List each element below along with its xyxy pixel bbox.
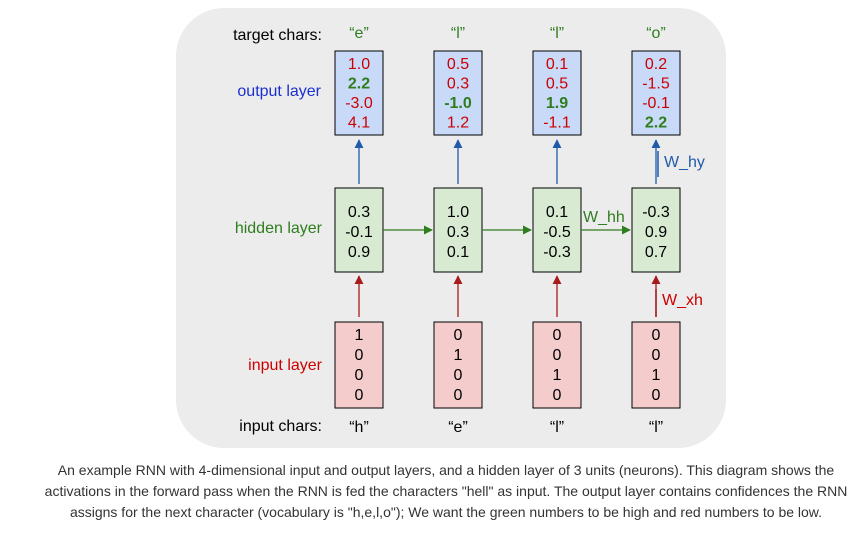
hidden-box [532, 187, 582, 273]
output-value: -3.0 [345, 95, 373, 112]
input-value: 0 [652, 327, 661, 344]
input-char: “l” [649, 419, 663, 436]
input-char: “l” [550, 419, 564, 436]
input-box [532, 321, 582, 409]
output-value: 0.1 [546, 56, 568, 73]
output-value: -0.1 [642, 95, 670, 112]
output-value: 0.3 [447, 76, 469, 93]
input-char: “e” [448, 419, 468, 436]
input-value: 1 [553, 367, 562, 384]
input-value: 0 [454, 367, 463, 384]
output-box [334, 50, 384, 136]
output-value: 1.0 [348, 56, 370, 73]
input-value: 0 [355, 387, 364, 404]
input-box [334, 321, 384, 409]
output-value: -1.0 [444, 95, 472, 112]
input-value: 1 [355, 327, 364, 344]
columns-layer: “e” 1.0 2.2 -3.0 4.1 0.3 -0.1 0.9 1 0 0 0 “h” “l” 0.5 0… [334, 25, 681, 436]
hidden-box [433, 187, 483, 273]
input-value: 0 [553, 347, 562, 364]
output-value: 4.1 [348, 115, 370, 132]
hidden-value: -0.3 [642, 204, 670, 221]
target-char: “l” [451, 25, 465, 42]
figure-caption: An example RNN with 4-dimensional input … [44, 462, 848, 520]
target-char: “l” [550, 25, 564, 42]
input-box [433, 321, 483, 409]
output-layer-label: output layer [237, 83, 321, 100]
hidden-value: 0.9 [645, 224, 667, 241]
hidden-value: -0.5 [543, 224, 571, 241]
hidden-value: -0.3 [543, 244, 571, 261]
hidden-value: 0.3 [447, 224, 469, 241]
output-value: 2.2 [348, 76, 370, 93]
column-2: “l” 0.5 0.3 -1.0 1.2 1.0 0.3 0.1 0 1 0 0 “e” [433, 25, 532, 436]
input-value: 0 [355, 367, 364, 384]
rnn-diagram: target chars: output layer hidden layer … [176, 8, 726, 448]
input-value: 0 [454, 327, 463, 344]
input-char: “h” [349, 419, 369, 436]
input-value: 0 [553, 387, 562, 404]
input-layer-label: input layer [248, 357, 322, 374]
output-value: 1.9 [546, 95, 568, 112]
w-xh-label: W_xh [662, 292, 703, 309]
input-value: 0 [454, 387, 463, 404]
hidden-value: 1.0 [447, 204, 469, 221]
w-hh-label: W_hh [583, 209, 625, 226]
hidden-value: 0.3 [348, 204, 370, 221]
output-value: 0.5 [447, 56, 469, 73]
column-1: “e” 1.0 2.2 -3.0 4.1 0.3 -0.1 0.9 1 0 0 0 “h” [334, 25, 433, 436]
column-3: “l” 0.1 0.5 1.9 -1.1 0.1 -0.5 -0.3 0 0 1 0 “l” [532, 25, 631, 436]
input-value: 0 [652, 387, 661, 404]
input-box [631, 321, 681, 409]
input-value: 1 [652, 367, 661, 384]
hidden-value: 0.7 [645, 244, 667, 261]
output-value: -1.5 [642, 76, 670, 93]
output-box [631, 50, 681, 136]
output-value: 0.2 [645, 56, 667, 73]
input-value: 0 [355, 347, 364, 364]
column-4: “o” 0.2 -1.5 -0.1 2.2 -0.3 0.9 0.7 0 0 1 0 “l” [631, 25, 681, 436]
hidden-box [631, 187, 681, 273]
hidden-box [334, 187, 384, 273]
input-value: 0 [652, 347, 661, 364]
output-value: 0.5 [546, 76, 568, 93]
hidden-value: -0.1 [345, 224, 373, 241]
target-chars-label: target chars: [233, 27, 322, 44]
output-value: -1.1 [543, 115, 571, 132]
target-char: “e” [349, 25, 369, 42]
hidden-value: 0.9 [348, 244, 370, 261]
w-hy-label: W_hy [664, 154, 705, 171]
output-value: 1.2 [447, 115, 469, 132]
input-value: 0 [553, 327, 562, 344]
hidden-value: 0.1 [447, 244, 469, 261]
output-value: 2.2 [645, 115, 667, 132]
output-box [532, 50, 582, 136]
hidden-layer-label: hidden layer [235, 220, 323, 237]
target-char: “o” [646, 25, 666, 42]
hidden-value: 0.1 [546, 204, 568, 221]
input-value: 1 [454, 347, 463, 364]
output-box [433, 50, 483, 136]
input-chars-label: input chars: [239, 418, 322, 435]
